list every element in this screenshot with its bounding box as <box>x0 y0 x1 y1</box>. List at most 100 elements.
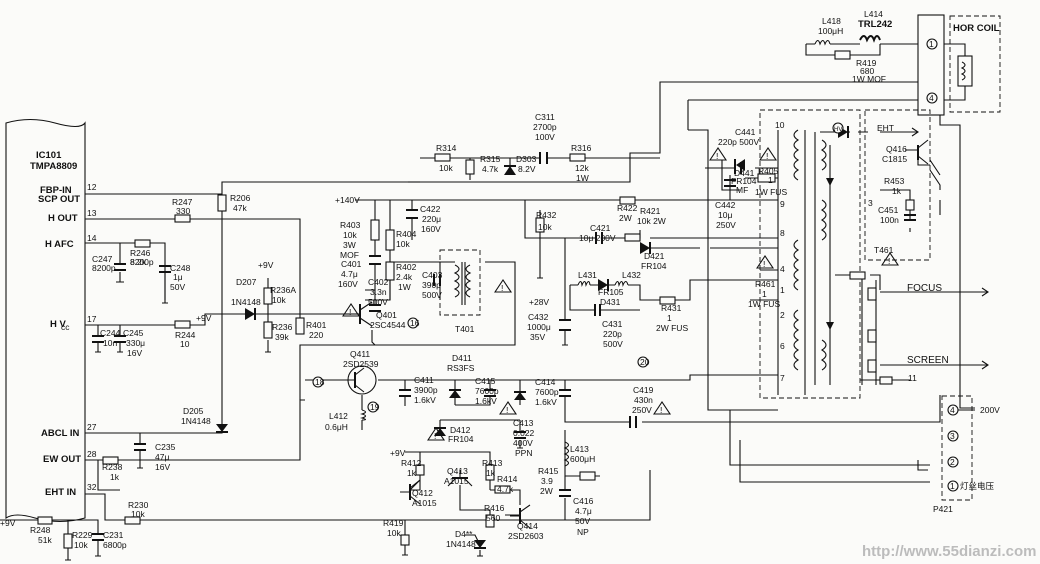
value-r316: 12k <box>575 163 589 173</box>
capacitor-c245 <box>114 335 126 343</box>
label-r405: R405 <box>758 166 779 176</box>
value-q413: A1015 <box>444 476 469 486</box>
value-c442b: 250V <box>716 220 736 230</box>
label-c419: C419 <box>633 385 654 395</box>
rail-140v: +140V <box>335 195 360 205</box>
value-c421: 10μ 200V <box>579 233 616 243</box>
diode-d303 <box>504 166 516 175</box>
value-c235: 47μ <box>155 452 169 462</box>
ic-name: IC101 <box>36 150 62 161</box>
ic-model: TMPA8809 <box>30 161 77 172</box>
value-c248b: 50V <box>170 282 185 292</box>
label-c421: C421 <box>590 223 611 233</box>
resistor-r206 <box>217 194 227 212</box>
value-r419-low: 10k <box>387 528 401 538</box>
svg-text:!: ! <box>716 151 718 161</box>
fbt-pin: 8 <box>780 228 785 238</box>
value-r247: 330 <box>176 206 190 216</box>
ic-pin-label: SCP OUT <box>38 194 80 205</box>
value-r412: 1k <box>407 468 417 478</box>
value-q411: 2SD2539 <box>343 359 379 369</box>
capacitor-c422 <box>406 209 418 219</box>
fbt-pin: 9 <box>780 199 785 209</box>
capacitor-c231 <box>92 533 104 541</box>
value-c413c: PPN <box>515 448 532 458</box>
label-c402: C402 <box>368 277 389 287</box>
value-c401b: 160V <box>338 279 358 289</box>
value-r316b: 1W <box>576 173 589 183</box>
label-r419-coil: R419 <box>856 58 877 68</box>
value-c414: 7600p <box>535 387 559 397</box>
resistor-r230 <box>124 516 141 525</box>
label-r236: R236 <box>272 322 293 332</box>
t401-primary <box>453 264 460 298</box>
ic-pin-label: H AFC <box>45 239 74 250</box>
label-c451: C451 <box>878 205 899 215</box>
resistor-r419-coil <box>834 50 851 60</box>
fbt-pin: 4 <box>780 264 785 274</box>
hor-coil-label: HOR COIL <box>953 23 1000 34</box>
diode-d205 <box>216 424 228 432</box>
watermark: http://www.55dianzi.com <box>862 543 1036 560</box>
resistor-r229 <box>63 533 73 549</box>
fbt-pin: 6 <box>780 341 785 351</box>
rail-9v: +9V <box>0 518 16 528</box>
inductor-l412 <box>359 409 367 421</box>
fbt-pin: 3 <box>868 198 873 208</box>
label-r314: R314 <box>436 143 457 153</box>
label-p421: P421 <box>933 504 953 514</box>
label-r431: R431 <box>661 303 682 313</box>
label-d303: D303 <box>516 154 537 164</box>
svg-text:!: ! <box>888 256 890 266</box>
capacitor-c415 <box>484 389 496 397</box>
label-r432: R432 <box>536 210 557 220</box>
value-c431b: 500V <box>603 339 623 349</box>
p421-pin: 3 <box>950 431 955 441</box>
resistor-r422 <box>619 196 636 205</box>
value-c244: 10n <box>103 338 117 348</box>
fbt-pin: 2 <box>780 310 785 320</box>
label-c244: C244 <box>100 328 121 338</box>
ic-pin-label: FBP-IN <box>40 185 72 196</box>
value-r315: 4.7k <box>482 164 499 174</box>
ic-pin-label: H OUT <box>48 213 78 224</box>
labels: R247 330 R206 47k R246 8200p 8.2k C247 8… <box>0 9 1036 560</box>
ic-pin-label: ABCL IN <box>41 428 79 439</box>
value-q414: 2SD2603 <box>508 531 544 541</box>
label-c442: C442 <box>715 200 736 210</box>
component-bodies: ! ! ! ! ! ! ! ! ! <box>37 35 989 561</box>
resistor-r315 <box>465 159 475 175</box>
value-c416c: NP <box>577 527 589 537</box>
value-l418: 100μH <box>818 26 843 36</box>
resistor-r402 <box>385 261 395 281</box>
output-200v: 200V <box>980 405 1000 415</box>
p421-pin: 1 <box>950 481 955 491</box>
value-d441b: MF <box>736 185 748 195</box>
focus-pot <box>867 287 877 301</box>
fbt-pin: 7 <box>780 373 785 383</box>
resistor-r421 <box>624 233 641 242</box>
transistor-q412 <box>400 479 421 505</box>
value-c402: 3.3n <box>370 287 387 297</box>
fbt-hv-winding-1 <box>820 139 827 171</box>
value-r229: 10k <box>74 540 88 550</box>
value-r206: 47k <box>233 203 247 213</box>
rail-9v: +9V <box>390 448 406 458</box>
t401-secondary <box>465 264 472 298</box>
label-c431: C431 <box>602 319 623 329</box>
screen-pot <box>867 359 877 373</box>
diode-d412 <box>434 428 446 436</box>
screen-resistor <box>879 376 893 385</box>
value-r246: 8200p <box>130 257 154 267</box>
value-c422b: 160V <box>421 224 441 234</box>
rail-9v: +9V <box>196 313 212 323</box>
value-c247: 8200p <box>92 263 116 273</box>
diode-d207 <box>245 308 255 320</box>
capacitor-c442 <box>724 179 736 187</box>
resistor-r247 <box>174 214 191 223</box>
label-q401: Q401 <box>376 310 397 320</box>
label-r412: R412 <box>401 458 422 468</box>
resistor-r419-low <box>400 534 410 546</box>
label-d421: D421 <box>644 251 665 261</box>
output-screen: SCREEN <box>907 355 949 366</box>
